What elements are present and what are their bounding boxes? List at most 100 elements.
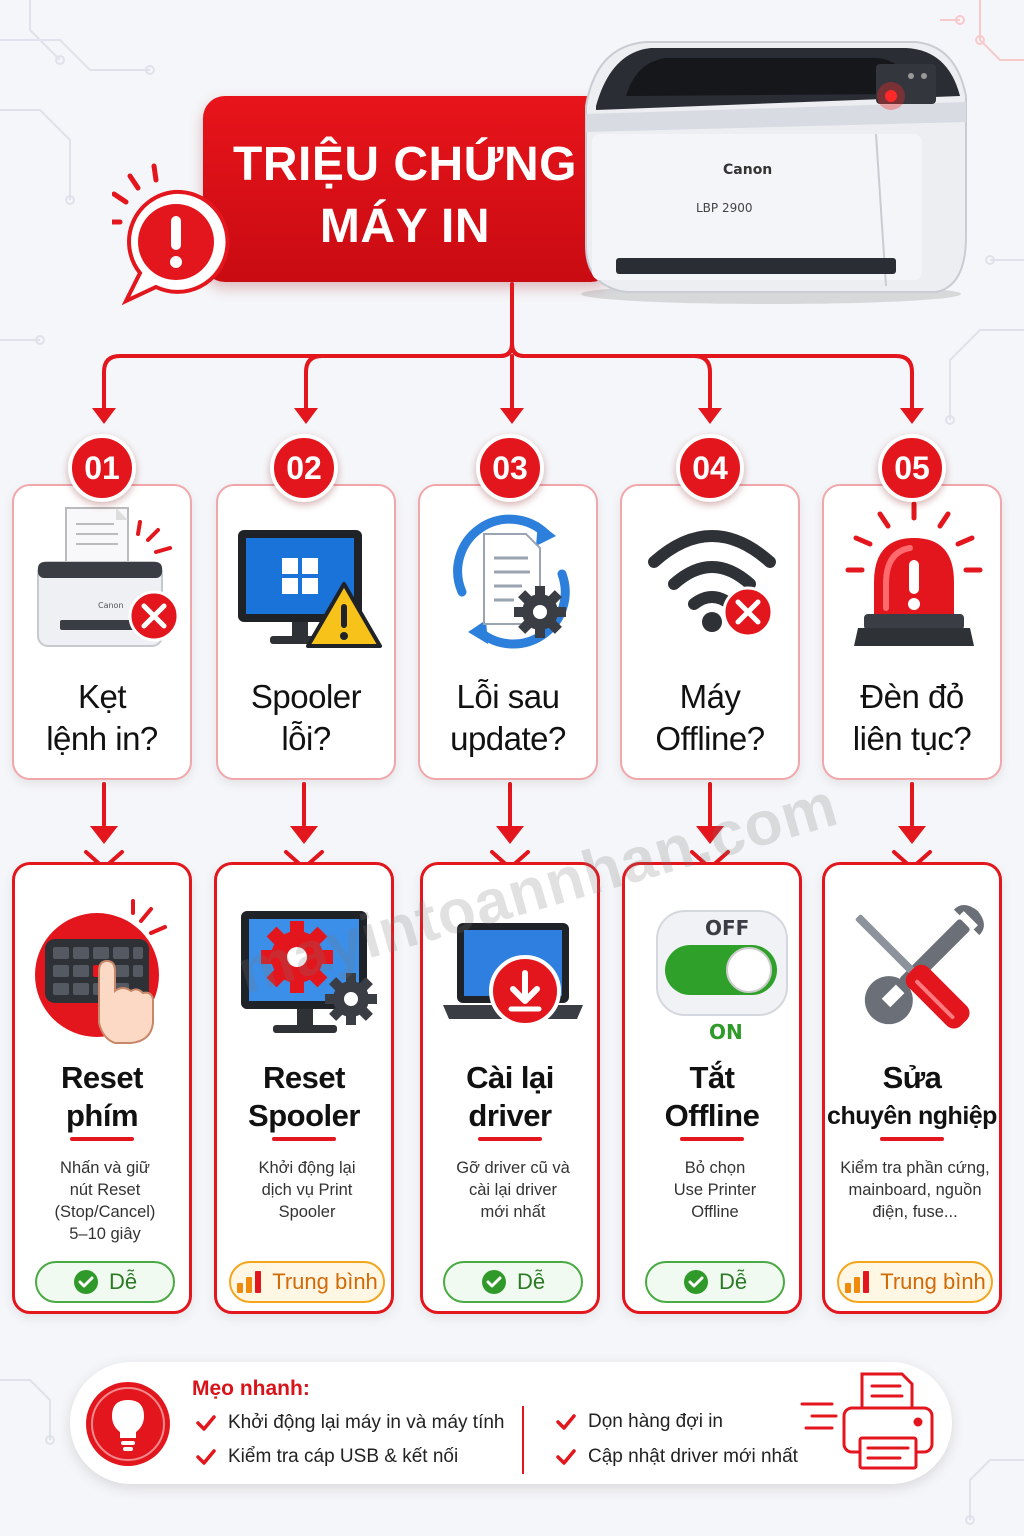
monitor-gear-icon (241, 911, 377, 1033)
toggle-switch-icon: OFF ON (656, 910, 788, 1044)
step-badge-02: 02 (270, 434, 338, 502)
difficulty-label: Dễ (108, 1269, 138, 1294)
tip-text: Dọn hàng đợi in (588, 1411, 723, 1432)
fix-desc-line: mainboard, nguồn (848, 1181, 982, 1199)
fix-title-line-2: Offline (664, 1098, 760, 1133)
tip-item: Cập nhật driver mới nhất (556, 1446, 798, 1468)
step-badge-04: 04 (676, 434, 744, 502)
title-line-1: TRIỆU CHỨNG (233, 138, 577, 191)
quick-tips-panel (70, 1362, 952, 1484)
symptom-line-1: Kẹt (77, 678, 127, 715)
fix-title-line-1: Reset (61, 1060, 143, 1095)
fix-title-line-1: Cài lại (466, 1060, 554, 1095)
symptom-label: Máy Offline? (622, 676, 798, 760)
alarm-light-icon (845, 501, 983, 646)
check-circle-icon (73, 1270, 98, 1294)
step-badge-05: 05 (878, 434, 946, 502)
fix-desc-line: điện, fuse... (872, 1203, 958, 1221)
symptom-label: Spooler lỗi? (218, 676, 394, 760)
tip-text: Kiểm tra cáp USB & kết nối (228, 1446, 459, 1467)
lightbulb-icon (86, 1382, 170, 1466)
wifi-error-icon (648, 530, 776, 638)
symptom-line-1: Máy (679, 678, 741, 715)
step-badge-03: 03 (476, 434, 544, 502)
fix-title-line-2: driver (468, 1098, 552, 1133)
fix-desc-line: dịch vụ Print (261, 1181, 353, 1199)
difficulty-badge-easy: Dễ (645, 1261, 785, 1303)
tips-heading: Mẹo nhanh: (192, 1377, 310, 1400)
fix-title: Tắt Offline (625, 1059, 799, 1135)
fix-title-line-1: Reset (263, 1060, 345, 1095)
signal-bars-icon (845, 1271, 870, 1293)
fix-underline (680, 1137, 744, 1141)
tip-item: Dọn hàng đợi in (556, 1411, 723, 1433)
tips-divider (522, 1406, 524, 1474)
checkmark-icon (556, 1414, 576, 1430)
difficulty-label: Dễ (718, 1269, 748, 1294)
fix-description: Khởi động lại dịch vụ Print Spooler (225, 1157, 389, 1223)
symptom-line-2: liên tục? (852, 720, 972, 757)
symptom-label: Đèn đỏ liên tục? (824, 676, 1000, 760)
signal-bars-icon (237, 1271, 262, 1293)
title-banner (203, 96, 613, 282)
symptom-card-jam[interactable]: Canon Kẹt lệnh in? (12, 484, 192, 780)
tools-icon (855, 905, 984, 1029)
symptom-label: Lỗi sau update? (420, 676, 596, 760)
fix-card-reset-keys[interactable]: Reset phím Nhấn và giữ nút Reset (Stop/C… (12, 862, 192, 1314)
monitor-warning-icon (238, 530, 382, 648)
fix-desc-line: Khởi động lại (258, 1159, 356, 1177)
check-circle-icon (683, 1270, 708, 1294)
fix-desc-line: cài lại driver (468, 1181, 558, 1199)
tip-item: Khởi động lại máy in và máy tính (196, 1412, 504, 1434)
symptom-line-2: lỗi? (281, 720, 331, 757)
fix-card-professional-repair[interactable]: Sửa chuyên nghiệp Kiểm tra phần cứng, ma… (822, 862, 1002, 1314)
checkmark-icon (196, 1449, 216, 1465)
fix-desc-line: Kiểm tra phần cứng, (840, 1159, 990, 1177)
fix-title-line-2: Spooler (248, 1098, 360, 1133)
fix-title-line-1: Sửa (882, 1060, 942, 1095)
fix-description: Bỏ chọn Use Printer Offline (633, 1157, 797, 1223)
fix-description: Kiểm tra phần cứng, mainboard, nguồn điệ… (833, 1157, 997, 1223)
symptom-label: Kẹt lệnh in? (14, 676, 190, 760)
fix-desc-line: Gỡ driver cũ và (456, 1159, 570, 1177)
hero-printer-image: Canon LBP 2900 (581, 41, 967, 304)
title-line-2: MÁY IN (319, 200, 491, 253)
symptom-card-spooler[interactable]: Spooler lỗi? (216, 484, 396, 780)
fix-underline (70, 1137, 134, 1141)
difficulty-badge-easy: Dễ (443, 1261, 583, 1303)
alert-exclamation-icon (112, 163, 230, 306)
difficulty-badge-medium: Trung bình (837, 1261, 993, 1303)
symptom-card-red-light[interactable]: Đèn đỏ liên tục? (822, 484, 1002, 780)
keypad-press-icon (35, 899, 167, 1044)
fix-title-line-2: phím (65, 1098, 139, 1133)
laptop-download-icon (443, 923, 583, 1027)
difficulty-badge-easy: Dễ (35, 1261, 175, 1303)
toggle-on-label: ON (709, 1020, 743, 1044)
fix-desc-line: nút Reset (69, 1181, 141, 1199)
fix-card-reset-spooler[interactable]: Reset Spooler Khởi động lại dịch vụ Prin… (214, 862, 394, 1314)
fix-desc-line: (Stop/Cancel) (54, 1203, 156, 1221)
printer-model: LBP 2900 (696, 201, 753, 215)
fix-title-line-2: chuyên nghiệp (827, 1102, 997, 1130)
fix-card-reinstall-driver[interactable]: Cài lại driver Gỡ driver cũ và cài lại d… (420, 862, 600, 1314)
tip-text: Cập nhật driver mới nhất (588, 1446, 798, 1467)
fix-desc-line: Nhấn và giữ (60, 1159, 150, 1177)
fix-description: Nhấn và giữ nút Reset (Stop/Cancel) 5–10… (23, 1157, 187, 1245)
fix-desc-line: Offline (691, 1203, 739, 1221)
difficulty-badge-medium: Trung bình (229, 1261, 385, 1303)
fix-title: Sửa chuyên nghiệp (825, 1059, 999, 1135)
fix-card-disable-offline[interactable]: OFF ON Tắt Offline Bỏ chọn Use Printer O… (622, 862, 802, 1314)
fix-desc-line: 5–10 giây (69, 1225, 141, 1243)
fix-desc-line: Bỏ chọn (684, 1159, 746, 1177)
page-title: TRIỆU CHỨNG MÁY IN (230, 134, 580, 258)
symptom-line-1: Đèn đỏ (860, 678, 964, 715)
toggle-off-label: OFF (705, 916, 749, 940)
difficulty-label: Trung bình (272, 1269, 378, 1294)
svg-text:Canon: Canon (98, 601, 124, 610)
fix-underline (272, 1137, 336, 1141)
symptom-card-update[interactable]: Lỗi sau update? (418, 484, 598, 780)
symptom-card-offline[interactable]: Máy Offline? (620, 484, 800, 780)
fix-title-line-1: Tắt (689, 1060, 736, 1095)
printer-brand: Canon (723, 162, 772, 178)
symptom-line-2: Offline? (655, 720, 765, 757)
